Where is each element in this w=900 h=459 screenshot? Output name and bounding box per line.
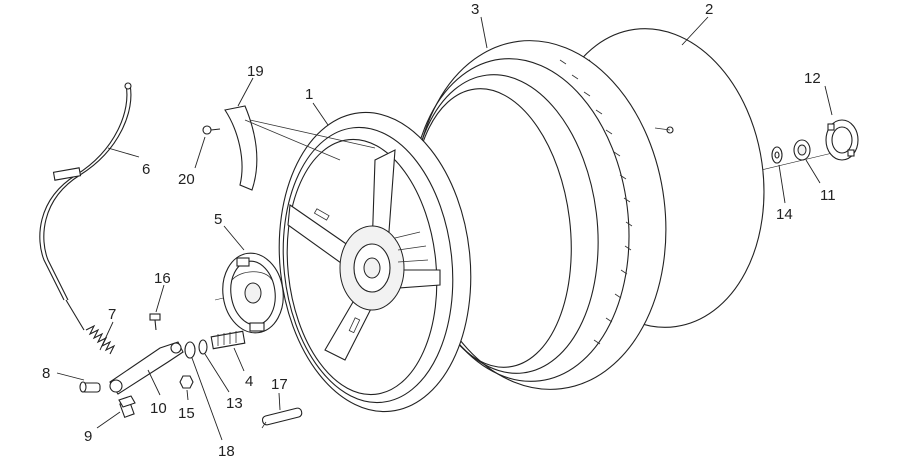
label-part-14: 14	[776, 206, 793, 223]
label-part-16: 16	[154, 270, 171, 287]
cable-spring	[85, 324, 116, 355]
hub-cap	[825, 119, 859, 161]
cover-plate	[224, 105, 376, 191]
label-part-10: 10	[150, 400, 167, 417]
screw-16	[149, 313, 161, 331]
nut-15	[179, 375, 194, 389]
brake-lever	[109, 341, 184, 395]
label-part-5: 5	[214, 211, 222, 228]
washer-13	[198, 339, 208, 355]
wheel-rim	[278, 111, 472, 413]
label-part-9: 9	[84, 428, 92, 445]
label-part-2: 2	[705, 1, 713, 18]
label-part-6: 6	[142, 161, 150, 178]
label-part-7: 7	[108, 306, 116, 323]
label-part-8: 8	[42, 365, 50, 382]
part-labels: 1 2 3 4 5 6 7 8 9 10 11 12 13 14 15 16 1…	[42, 1, 836, 459]
label-part-20: 20	[178, 171, 195, 188]
label-part-4: 4	[245, 373, 253, 390]
label-part-17: 17	[271, 376, 288, 393]
washer-18	[184, 341, 196, 359]
label-part-13: 13	[226, 395, 243, 412]
label-part-1: 1	[305, 86, 313, 103]
label-part-18: 18	[218, 443, 235, 459]
tire	[410, 40, 667, 390]
axle-nut	[793, 139, 811, 161]
brake-cam	[210, 330, 246, 350]
label-part-12: 12	[804, 70, 821, 87]
brake-shoe-assembly	[222, 252, 284, 334]
pin-17	[261, 407, 303, 429]
label-part-3: 3	[471, 1, 479, 18]
screw-20	[202, 125, 221, 135]
brake-cable	[39, 82, 132, 331]
bolt-9	[118, 395, 136, 418]
label-part-11: 11	[820, 187, 836, 204]
leader-lines	[56, 16, 833, 441]
label-part-19: 19	[247, 63, 264, 80]
label-part-15: 15	[178, 405, 195, 422]
pin-8	[79, 381, 101, 393]
